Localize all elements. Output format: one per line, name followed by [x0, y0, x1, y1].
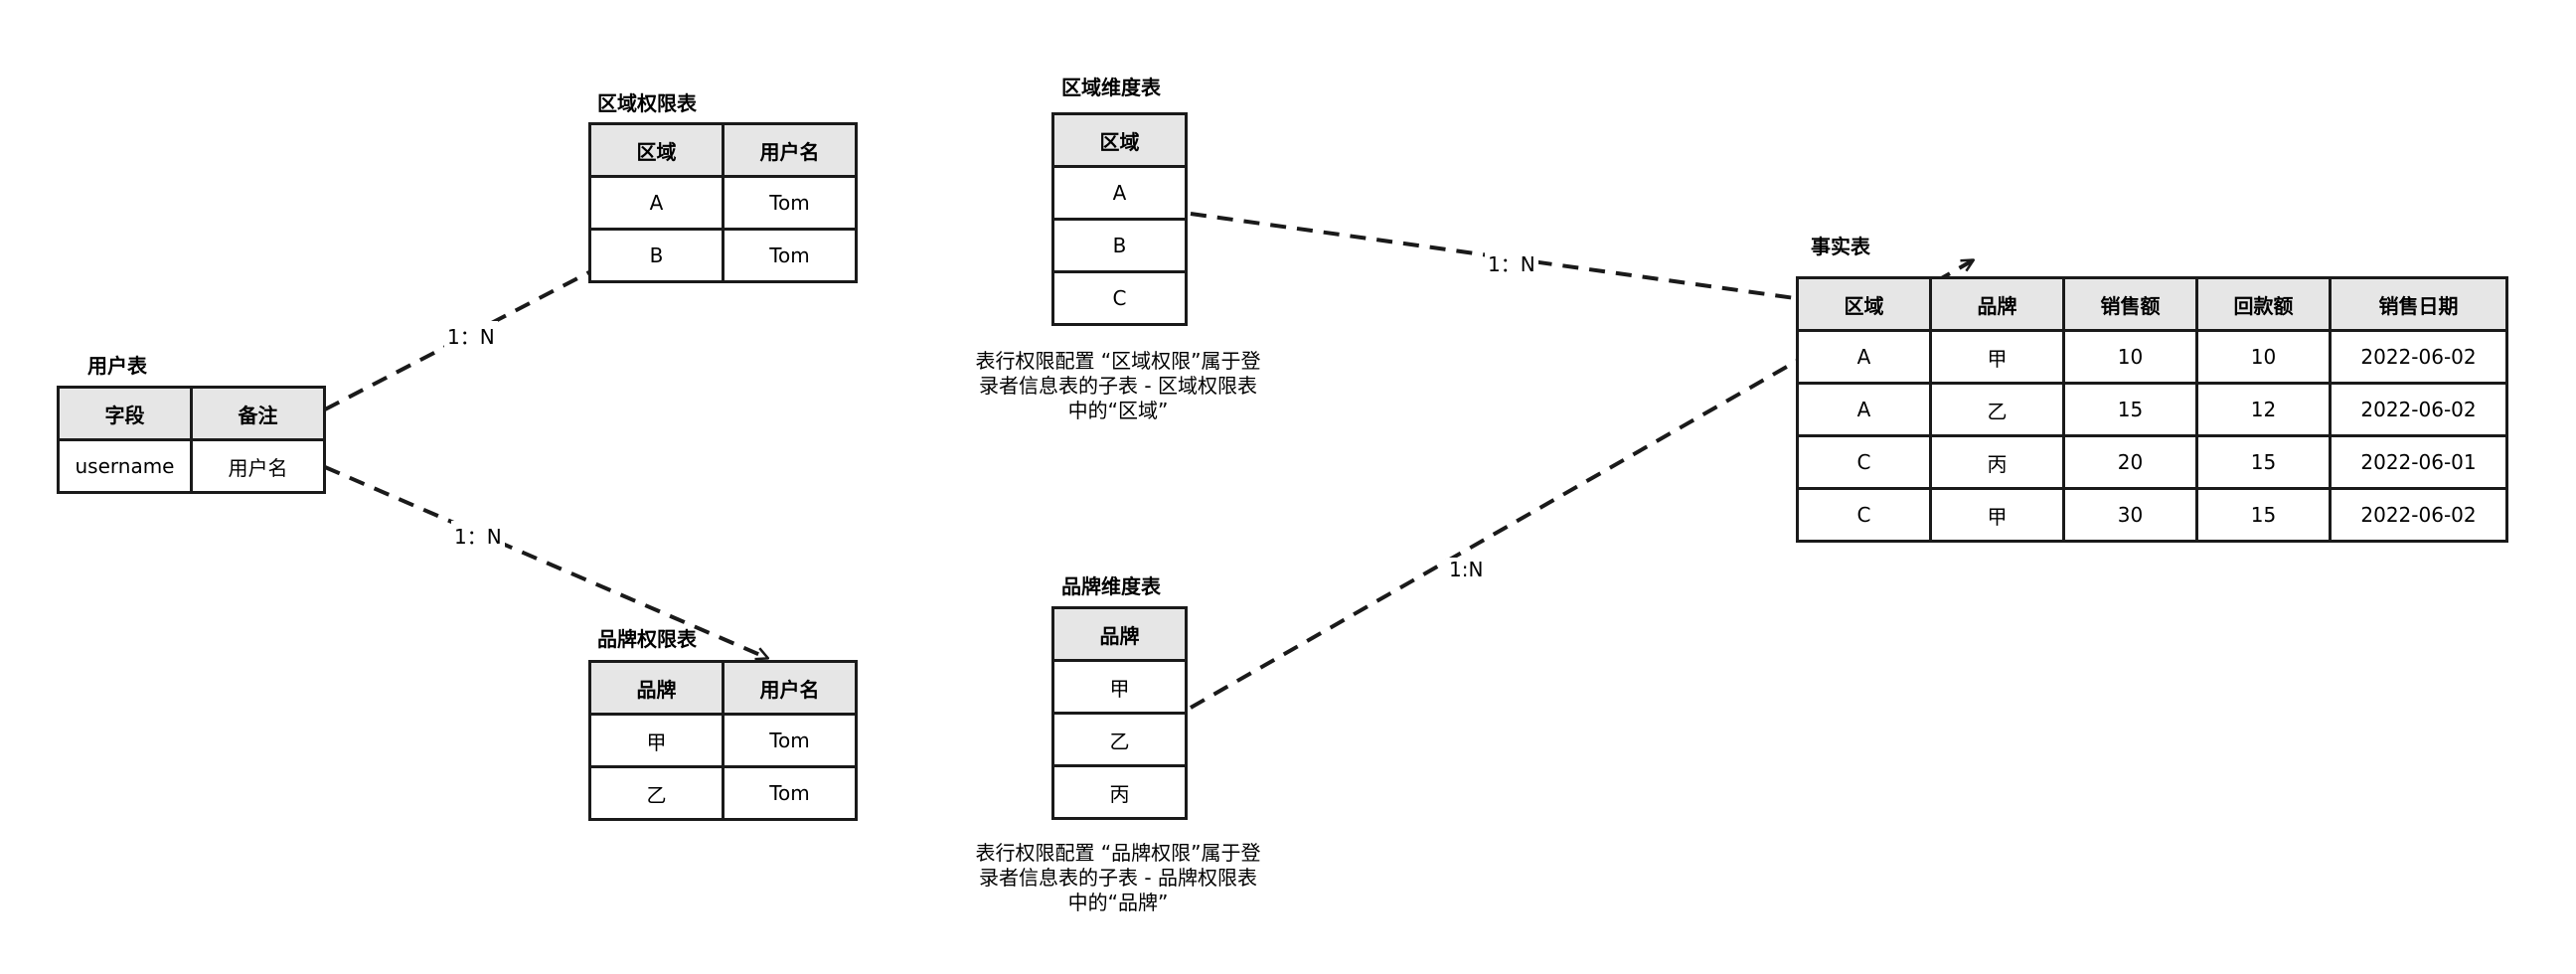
table-header: 用户名	[722, 660, 858, 716]
table-cell: Tom	[722, 175, 858, 231]
table-header: 区域	[588, 122, 724, 178]
table-cell: 丙	[1051, 764, 1188, 820]
brand-perm-table: 品牌 用户名 甲 Tom 乙 Tom	[588, 660, 858, 821]
table-cell: 乙	[1929, 382, 2065, 437]
relation-label-regiondim-fact: 1：N	[1485, 248, 1538, 277]
table-cell: 用户名	[190, 438, 326, 494]
table-header: 回款额	[2195, 276, 2332, 332]
table-header: 区域	[1051, 112, 1188, 168]
brand-dim-table-title: 品牌维度表	[1061, 574, 1161, 598]
brand-perm-table-title: 品牌权限表	[597, 627, 697, 651]
region-perm-table: 区域 用户名 A Tom B Tom	[588, 122, 858, 283]
relation-label-branddim-fact: 1:N	[1446, 558, 1487, 581]
table-cell: 2022-06-02	[2329, 487, 2508, 543]
table-cell: 2022-06-02	[2329, 382, 2508, 437]
table-cell: 乙	[588, 765, 724, 821]
table-row: A 乙 15 12 2022-06-02	[1796, 382, 2508, 437]
relation-line-user-brand	[324, 465, 767, 658]
table-header: 区域	[1796, 276, 1932, 332]
table-cell: 10	[2062, 329, 2198, 385]
table-cell: 2022-06-01	[2329, 434, 2508, 490]
table-cell: 甲	[588, 713, 724, 768]
table-cell: 30	[2062, 487, 2198, 543]
table-cell: B	[588, 228, 724, 283]
brand-dim-note: 表行权限配置 “品牌权限”属于登录者信息表的子表 - 品牌权限表 中的“品牌”	[975, 841, 1261, 914]
table-cell: username	[57, 438, 193, 494]
table-cell: Tom	[722, 713, 858, 768]
table-cell: A	[588, 175, 724, 231]
table-cell: 甲	[1929, 487, 2065, 543]
table-cell: 丙	[1929, 434, 2065, 490]
table-cell: 甲	[1929, 329, 2065, 385]
table-header: 备注	[190, 386, 326, 441]
table-cell: 2022-06-02	[2329, 329, 2508, 385]
table-cell: A	[1796, 329, 1932, 385]
table-cell: Tom	[722, 228, 858, 283]
fact-table-title: 事实表	[1811, 235, 1870, 258]
region-dim-note: 表行权限配置 “区域权限”属于登录者信息表的子表 - 区域权限表 中的“区域”	[975, 349, 1261, 422]
table-cell: 甲	[1051, 659, 1188, 715]
table-row: C 丙 20 15 2022-06-01	[1796, 434, 2508, 490]
user-table-title: 用户表	[87, 354, 147, 378]
table-cell: 乙	[1051, 712, 1188, 767]
table-cell: 15	[2195, 434, 2332, 490]
table-header: 品牌	[1929, 276, 2065, 332]
table-cell: 10	[2195, 329, 2332, 385]
table-cell: 15	[2062, 382, 2198, 437]
table-cell: C	[1051, 270, 1188, 326]
table-cell: C	[1796, 487, 1932, 543]
table-header: 用户名	[722, 122, 858, 178]
table-cell: C	[1796, 434, 1932, 490]
table-cell: 12	[2195, 382, 2332, 437]
table-header: 销售额	[2062, 276, 2198, 332]
table-header: 字段	[57, 386, 193, 441]
relation-label-user-region: 1：N	[444, 321, 498, 350]
region-dim-table-title: 区域维度表	[1061, 76, 1161, 99]
user-table: 字段 备注 username 用户名	[57, 386, 326, 494]
table-row: C 甲 30 15 2022-06-02	[1796, 487, 2508, 543]
table-cell: A	[1796, 382, 1932, 437]
region-dim-table: 区域 A B C	[1051, 112, 1188, 326]
table-cell: 20	[2062, 434, 2198, 490]
relation-label-user-brand: 1：N	[451, 521, 505, 550]
table-cell: A	[1051, 165, 1188, 221]
table-header: 品牌	[1051, 606, 1188, 662]
brand-dim-table: 品牌 甲 乙 丙	[1051, 606, 1188, 820]
table-row: A 甲 10 10 2022-06-02	[1796, 329, 2508, 385]
region-perm-table-title: 区域权限表	[597, 91, 697, 115]
table-cell: Tom	[722, 765, 858, 821]
fact-table: 区域 品牌 销售额 回款额 销售日期 A 甲 10 10 2022-06-02 …	[1796, 276, 2508, 543]
table-cell: 15	[2195, 487, 2332, 543]
table-cell: B	[1051, 218, 1188, 273]
table-header: 品牌	[588, 660, 724, 716]
table-header: 销售日期	[2329, 276, 2508, 332]
